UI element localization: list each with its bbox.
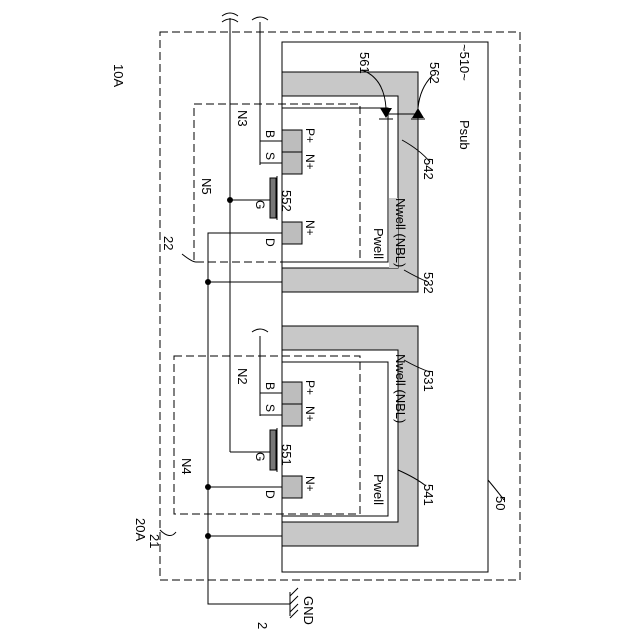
label-psub: Psub <box>457 120 472 150</box>
wire-upper-drain <box>208 233 290 604</box>
label-50: 50 <box>493 496 508 510</box>
label-upper-pwell: Pwell <box>371 228 386 259</box>
ground-hatch <box>290 588 298 618</box>
label-n4: N4 <box>179 458 194 475</box>
label-n2: N2 <box>235 368 250 385</box>
lower-p-plus <box>282 382 302 404</box>
upper-p-plus <box>282 130 302 152</box>
label-562: 562 <box>427 62 442 84</box>
label-532: 532 <box>421 272 436 294</box>
label-lower-p-plus: P+ <box>303 380 317 395</box>
label-n5: N5 <box>199 178 214 195</box>
upper-n-plus-drain <box>282 222 302 244</box>
lower-n-plus-source <box>282 404 302 426</box>
label-upper-n-plus-s: N+ <box>303 154 317 170</box>
label-upper-n-plus-d: N+ <box>303 220 317 236</box>
label-542: 542 <box>421 158 436 180</box>
label-510: ~510~ <box>457 44 472 81</box>
upper-gate-552 <box>270 178 276 218</box>
break-mark-top-2 <box>252 17 268 20</box>
label-lower-g: G <box>253 452 267 461</box>
label-22: 22 <box>161 236 176 250</box>
upper-transistor <box>270 130 302 244</box>
lower-transistor <box>270 382 302 498</box>
node-n5-dot <box>227 197 233 203</box>
label-20A: 20A <box>133 518 148 541</box>
label-21: 21 <box>147 534 162 548</box>
boundary-20A <box>160 32 520 580</box>
label-gnd: GND <box>301 596 316 625</box>
label-lower-d: D <box>263 490 277 499</box>
label-531: 531 <box>421 370 436 392</box>
node-mid-dot <box>205 279 211 285</box>
label-lower-n-plus-d: N+ <box>303 476 317 492</box>
lower-n-plus-drain <box>282 476 302 498</box>
label-10A: 10A <box>111 64 126 87</box>
label-lower-s: S <box>263 404 277 412</box>
label-561: 561 <box>357 52 372 74</box>
lower-gate-551 <box>270 430 276 470</box>
label-upper-b: B <box>263 130 277 138</box>
label-upper-d: D <box>263 238 277 247</box>
label-upper-g: G <box>253 200 267 209</box>
label-lower-pwell: Pwell <box>371 474 386 505</box>
label-lower-b: B <box>263 382 277 390</box>
label-lower-n-plus-s: N+ <box>303 406 317 422</box>
label-2: 2 <box>255 622 270 629</box>
break-mark-mid <box>252 329 268 332</box>
node-n4-dot <box>205 484 211 490</box>
label-upper-nwell: Nwell (NBL) <box>393 198 408 267</box>
label-upper-p-plus: P+ <box>303 128 317 143</box>
label-541: 541 <box>421 484 436 506</box>
label-upper-s: S <box>263 152 277 160</box>
label-551: 551 <box>279 444 294 466</box>
label-n3: N3 <box>235 110 250 127</box>
diode-561-icon <box>380 108 392 118</box>
upper-n-plus-source <box>282 152 302 174</box>
node-tie-dot <box>205 533 211 539</box>
label-lower-nwell: Nwell (NBL) <box>393 354 408 423</box>
label-552: 552 <box>279 190 294 212</box>
